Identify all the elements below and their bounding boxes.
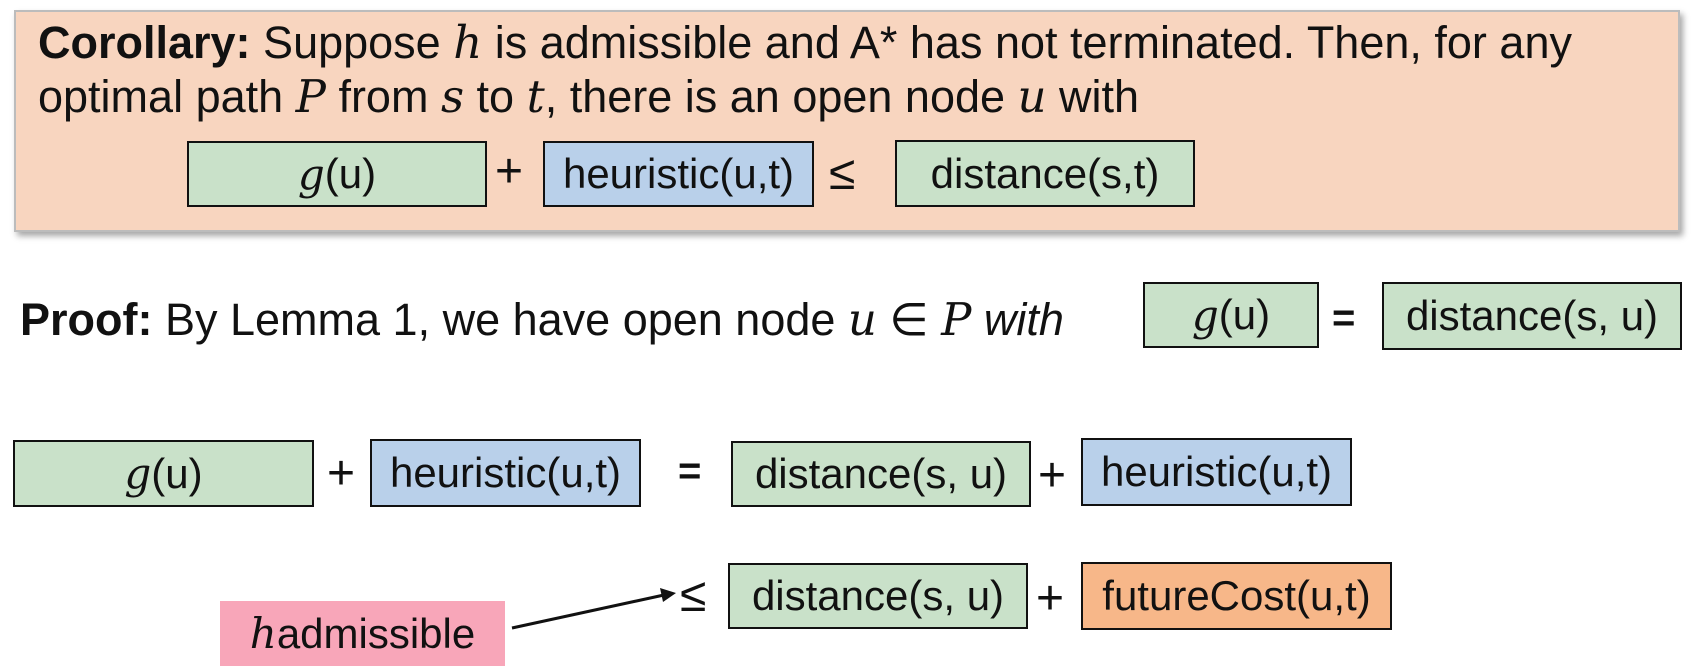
g-u-box: g(u) [187,141,487,207]
equals-sign: = [1332,296,1356,340]
proof-label: Proof: [20,294,153,345]
heuristic-box: heuristic(u,t) [543,141,814,207]
corollary-text: with [1046,71,1140,122]
future-cost-box: futureCost(u,t) [1081,562,1392,630]
corollary-text: from [325,71,441,122]
distance-su-box: distance(s, u) [1382,282,1682,350]
math-P: P [941,293,972,346]
distance-st-box: distance(s,t) [895,140,1195,207]
corollary-text: to [464,71,527,122]
corollary-line-2: optimal path P from s to t, there is an … [38,74,1139,119]
h-admissible-note: h admissible [220,601,505,666]
math-g: g [124,449,152,498]
arrow-head [660,588,676,602]
g-argument: (u) [1218,291,1271,338]
math-t: t [526,70,545,123]
math-h: h [249,609,277,658]
proof-with: with [971,294,1064,345]
plus-sign: + [1036,572,1065,625]
corollary-line-1: Corollary: Suppose h is admissible and A… [38,20,1572,65]
math-P: P [295,70,326,123]
distance-su-box: distance(s, u) [728,563,1028,629]
note-text: admissible [276,609,476,657]
g-u-box: g(u) [13,440,314,507]
element-of-sign: ∈ [876,294,942,345]
leq-sign: ≤ [680,569,707,622]
proof-text: By Lemma 1, we have open node [152,294,848,345]
g-argument: (u) [151,449,203,497]
g-u-box: g(u) [1143,282,1319,348]
math-u: u [847,293,877,346]
corollary-text: , there is an open node [544,71,1018,122]
equals-sign: = [678,449,702,493]
plus-sign: + [495,145,524,198]
arrow-line [511,593,665,630]
plus-sign: + [1038,449,1067,502]
proof-line: Proof: By Lemma 1, we have open node u ∈… [20,297,1064,342]
plus-sign: + [327,447,356,500]
heuristic-box: heuristic(u,t) [370,439,641,507]
math-u: u [1017,70,1047,123]
math-s: s [440,70,465,123]
g-argument: (u) [324,150,377,197]
corollary-text: optimal path [38,71,296,122]
distance-su-box: distance(s, u) [731,441,1031,507]
corollary-text: is admissible and A* has not terminated.… [482,17,1572,68]
math-g: g [1191,290,1219,340]
corollary-label: Corollary: [38,17,251,68]
corollary-text: Suppose [250,17,454,68]
heuristic-box: heuristic(u,t) [1081,438,1352,506]
math-g: g [297,149,325,199]
leq-sign: ≤ [829,147,856,200]
math-h: h [453,16,483,69]
